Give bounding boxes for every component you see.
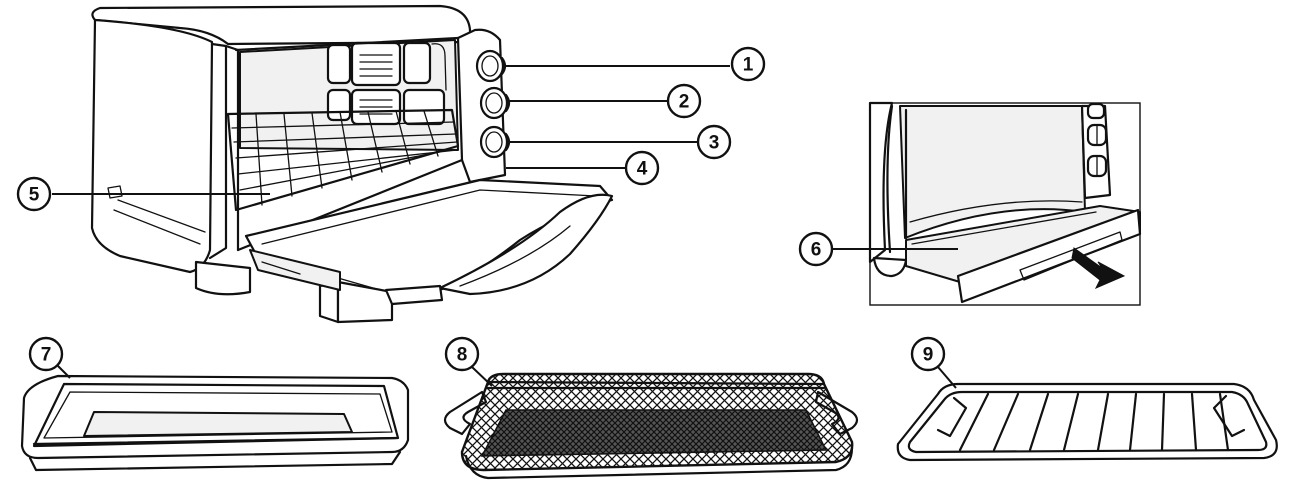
callout-5: 5 bbox=[16, 176, 52, 212]
pull-out-arrow bbox=[1071, 247, 1126, 289]
callout-9: 9 bbox=[910, 336, 957, 389]
callout-8: 8 bbox=[444, 336, 493, 387]
wire-rack-in-oven bbox=[226, 108, 460, 212]
control-knob-3 bbox=[479, 125, 511, 159]
callout-1: 1 bbox=[730, 46, 766, 82]
toaster-oven-illustration bbox=[90, 4, 614, 324]
callout-7-label: 7 bbox=[41, 345, 52, 366]
callout-6: 6 bbox=[798, 231, 834, 267]
inset-knob-3 bbox=[1086, 154, 1108, 178]
callout-5-label: 5 bbox=[29, 185, 40, 206]
callout-6-label: 6 bbox=[811, 240, 822, 261]
callout-1-label: 1 bbox=[743, 55, 754, 76]
callout-2-label: 2 bbox=[679, 92, 690, 113]
callout-9-label: 9 bbox=[923, 345, 934, 366]
callout-8-label: 8 bbox=[457, 345, 468, 366]
control-knob-2 bbox=[479, 86, 511, 120]
broiling-rack-illustration bbox=[896, 382, 1278, 462]
callout-3-label: 3 bbox=[709, 133, 720, 154]
callout-4: 4 bbox=[624, 150, 660, 186]
crumb-tray-inset bbox=[868, 101, 1142, 306]
baking-pan-illustration bbox=[20, 374, 410, 472]
callout-2: 2 bbox=[666, 83, 702, 119]
air-fry-basket-illustration bbox=[443, 372, 859, 480]
callout-3: 3 bbox=[696, 124, 732, 160]
inset-knob-2 bbox=[1086, 123, 1108, 147]
oven-door-open bbox=[244, 178, 614, 324]
inset-knob-1 bbox=[1086, 102, 1106, 120]
callout-7: 7 bbox=[28, 336, 71, 379]
callout-4-label: 4 bbox=[637, 159, 648, 180]
